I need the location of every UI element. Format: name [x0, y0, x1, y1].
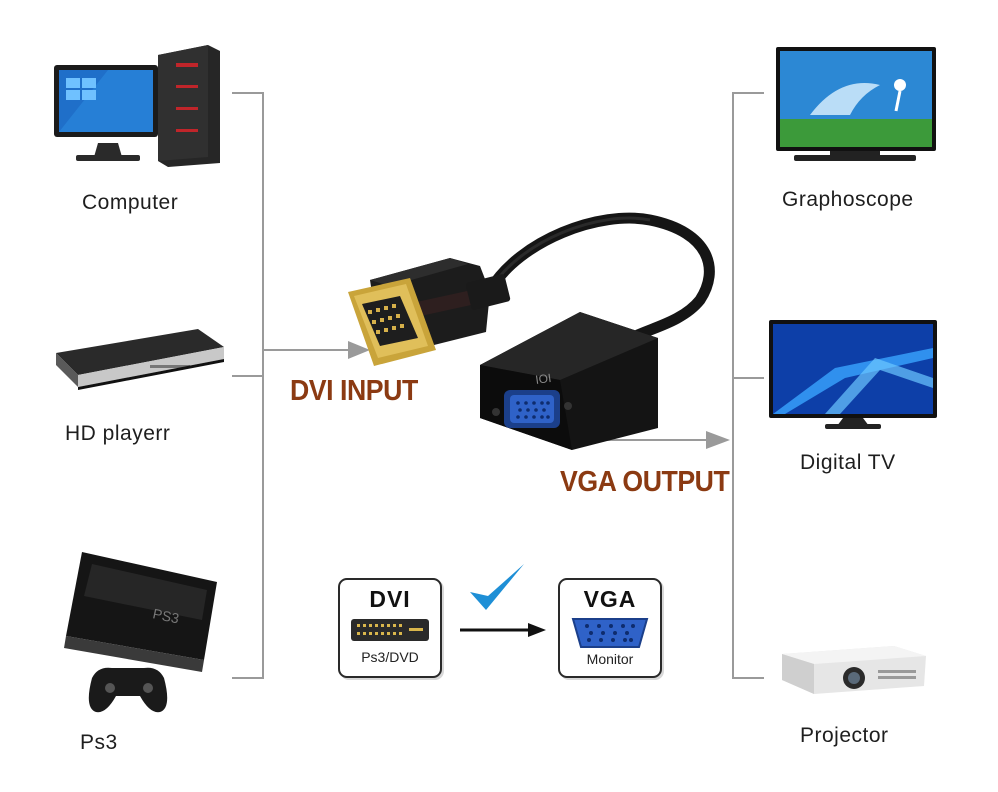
svg-text:PS3: PS3: [151, 605, 180, 626]
right-arrow-head: [706, 431, 730, 449]
vga-output-label: VGA OUTPUT: [560, 466, 730, 498]
projector-icon: [782, 646, 926, 694]
graphoscope-label: Graphoscope: [782, 188, 914, 211]
projector-label: Projector: [800, 724, 889, 747]
svg-text:IOI: IOI: [534, 371, 552, 387]
arrow-right-icon: [460, 623, 546, 637]
vga-badge-title: VGA: [583, 586, 637, 612]
digital-tv-label: Digital TV: [800, 451, 896, 474]
hd-player-icon: [56, 329, 224, 390]
hd-player-label: HD playerr: [65, 422, 171, 445]
right-bracket: [732, 92, 764, 679]
dvi-port-icon: [351, 619, 429, 641]
vga-port-icon: [571, 618, 649, 648]
ps3-icon: PS3: [64, 552, 217, 713]
dvi-connector: [348, 258, 511, 366]
ps3-label: Ps3: [80, 731, 118, 754]
left-arrow-head: [348, 341, 370, 359]
check-icon: [470, 564, 524, 610]
left-bracket: [232, 92, 264, 679]
dvi-badge-title: DVI: [369, 586, 411, 612]
digital-tv-icon: [769, 320, 937, 429]
computer-label: Computer: [82, 191, 179, 214]
graphoscope-icon: [776, 47, 936, 161]
vga-badge-sub: Monitor: [586, 651, 634, 667]
dvi-vga-adapter: IOI: [348, 212, 715, 450]
computer-icon: [54, 45, 220, 167]
dvi-input-label: DVI INPUT: [290, 375, 418, 407]
dvi-badge: DVI Ps3/DVD: [338, 578, 442, 678]
dvi-badge-sub: Ps3/DVD: [361, 649, 419, 665]
vga-connector: IOI: [480, 312, 658, 450]
vga-badge: VGA Monitor: [558, 578, 662, 678]
